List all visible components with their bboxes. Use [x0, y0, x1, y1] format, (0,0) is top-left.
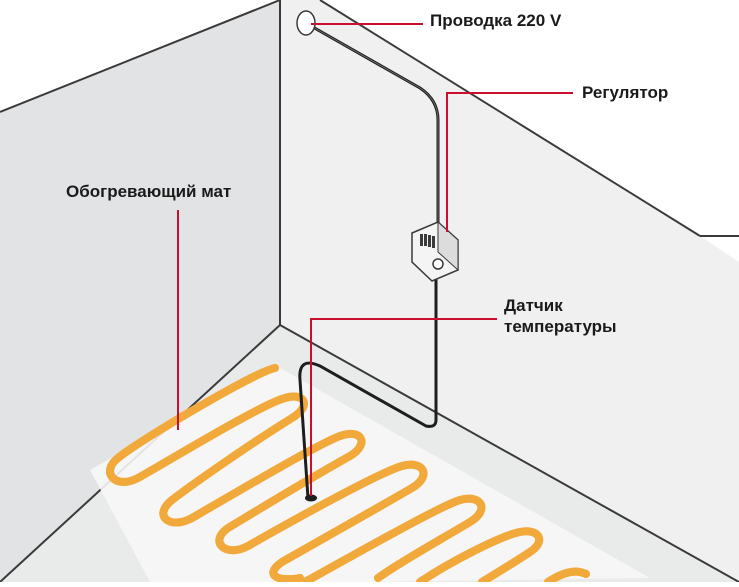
label-sensor-line-2: температуры — [504, 317, 617, 336]
label-heating-mat: Обогревающий мат — [66, 182, 232, 201]
heating-cable — [110, 364, 586, 586]
label-wiring: Проводка 220 V — [430, 11, 562, 30]
leader-sensor — [310, 318, 497, 496]
leader-regulator — [446, 92, 573, 232]
label-sensor-line-1: Датчик — [504, 296, 563, 315]
leader-lines — [177, 23, 573, 496]
supply-wire-highlight — [310, 25, 439, 228]
sensor-wire — [298, 270, 438, 499]
thermostat-regulator-icon — [411, 220, 459, 282]
temperature-sensor-icon — [305, 494, 317, 502]
label-regulator: Регулятор — [582, 83, 669, 102]
left-wall — [0, 0, 280, 582]
label-temperature-sensor: Датчик температуры — [504, 295, 617, 337]
